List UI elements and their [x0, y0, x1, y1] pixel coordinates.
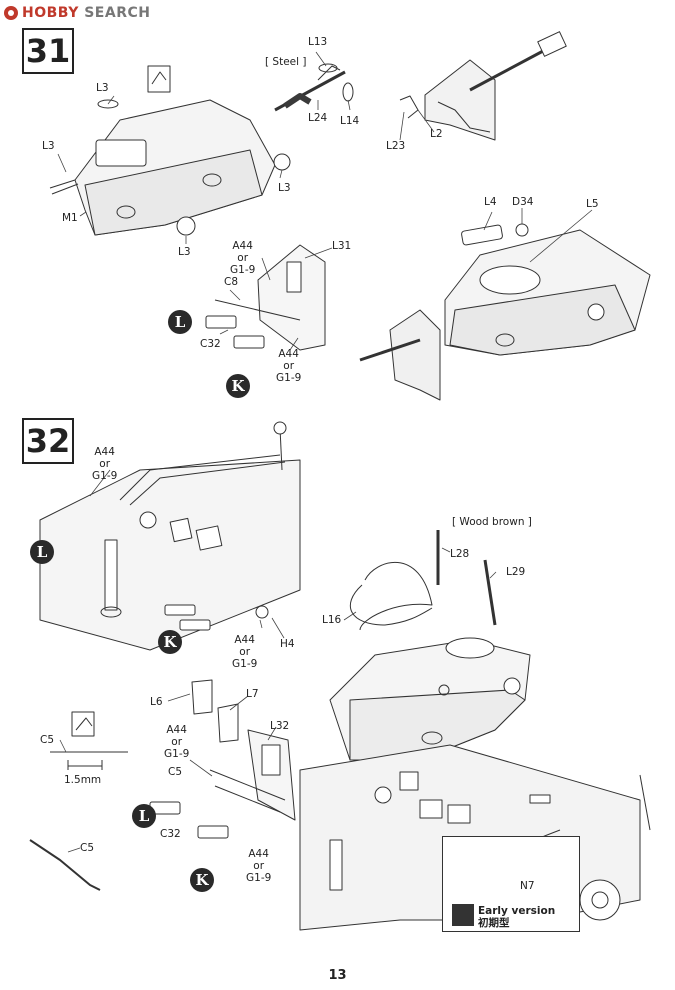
label-c8: C8 — [224, 276, 239, 288]
leader-lines — [57, 51, 593, 883]
label-steel: [ Steel ] — [265, 56, 307, 68]
label-a44-or-g1-9: A44 or G1-9 — [246, 848, 272, 884]
step-31-number: 31 — [22, 28, 74, 74]
early-version-en: Early version — [478, 905, 556, 917]
label-h4: H4 — [280, 638, 295, 650]
label-c5: C5 — [40, 734, 55, 746]
label-c5: C5 — [80, 842, 95, 854]
label-a44-or-g1-9: A44 or G1-9 — [276, 348, 302, 384]
label-l31: L31 — [332, 240, 352, 252]
label-l4: L4 — [484, 196, 497, 208]
label-l16: L16 — [322, 614, 342, 626]
label-l28: L28 — [450, 548, 470, 560]
page-number: 13 — [328, 968, 347, 983]
logo-mark-icon — [4, 6, 18, 20]
step31-gun-mount — [399, 31, 567, 141]
label-wood-brown: [ Wood brown ] — [452, 516, 532, 528]
logo-text: HOBBY SEARCH — [22, 5, 151, 21]
step32-wood-parts — [350, 530, 497, 631]
label-l5: L5 — [586, 198, 599, 210]
label-l29: L29 — [506, 566, 526, 578]
label-a44-or-g1-9: A44 or G1-9 — [92, 446, 118, 482]
step31-machine-gun — [274, 63, 354, 112]
label-l3: L3 — [42, 140, 55, 152]
badge-l: L — [30, 540, 54, 564]
label-l13: L13 — [308, 36, 328, 48]
label-size-1-5mm: 1.5mm — [64, 774, 102, 786]
step31-side-plate — [205, 244, 326, 351]
hobby-search-logo: HOBBY SEARCH — [4, 4, 150, 22]
label-l3: L3 — [96, 82, 109, 94]
label-l32: L32 — [270, 720, 290, 732]
label-l14: L14 — [340, 115, 360, 127]
early-version-caption: Early version 初期型 — [478, 905, 555, 929]
label-l24: L24 — [308, 112, 328, 124]
label-a44-or-g1-9: A44 or G1-9 — [164, 724, 190, 760]
label-d34: D34 — [512, 196, 534, 208]
badge-k: K — [158, 630, 182, 654]
label-c32: C32 — [160, 828, 181, 840]
badge-k: K — [190, 868, 214, 892]
label-l6: L6 — [150, 696, 163, 708]
step-32-number: 32 — [22, 418, 74, 464]
label-c32: C32 — [200, 338, 221, 350]
step32-side-plate — [149, 679, 296, 839]
step31-hull-assembled — [359, 223, 651, 401]
label-l2: L2 — [430, 128, 443, 140]
step31-hull-left — [49, 65, 291, 236]
early-version-icon — [452, 904, 474, 926]
label-c5: C5 — [168, 766, 183, 778]
step32-open-hull — [39, 421, 301, 651]
label-l3: L3 — [178, 246, 191, 258]
step32-c5-detail — [29, 711, 128, 891]
label-m1: M1 — [62, 212, 78, 224]
label-a44-or-g1-9: A44 or G1-9 — [232, 634, 258, 670]
label-n7: N7 — [520, 880, 535, 892]
label-l23: L23 — [386, 140, 406, 152]
label-l3: L3 — [278, 182, 291, 194]
label-a44-or-g1-9: A44 or G1-9 — [230, 240, 256, 276]
label-l7: L7 — [246, 688, 259, 700]
badge-l: L — [168, 310, 192, 334]
badge-l: L — [132, 804, 156, 828]
badge-k: K — [226, 374, 250, 398]
early-version-jp: 初期型 — [478, 917, 510, 929]
